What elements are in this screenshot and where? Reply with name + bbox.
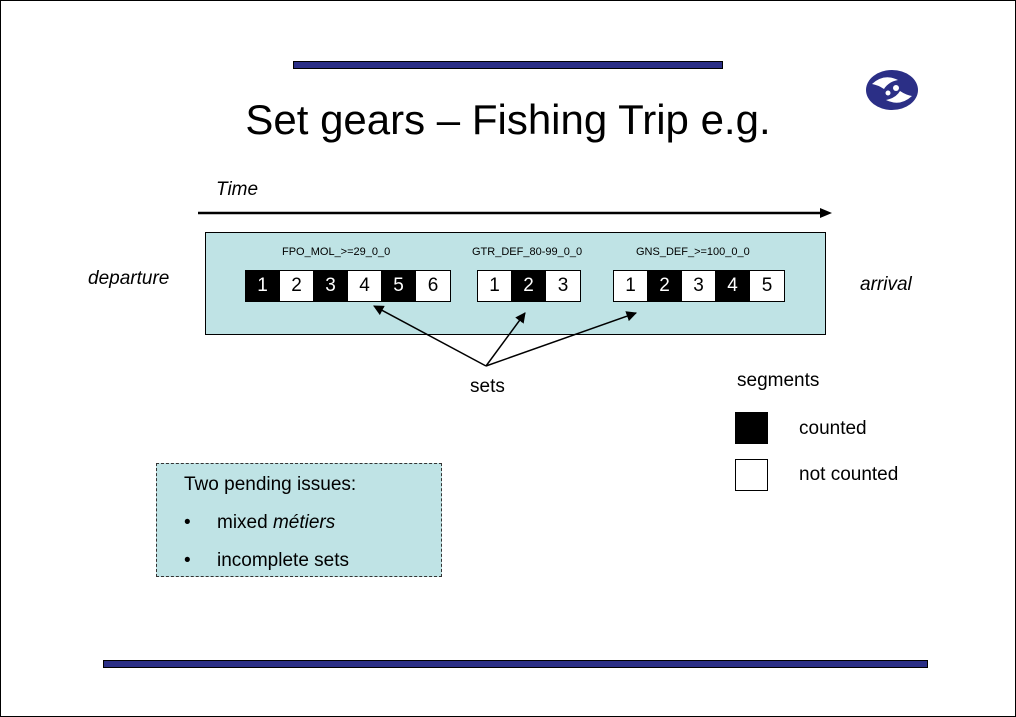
segment-counted: 4 — [716, 271, 750, 301]
slide-title: Set gears – Fishing Trip e.g. — [245, 96, 771, 143]
issues-title: Two pending issues: — [184, 474, 357, 495]
legend-swatch-counted — [735, 412, 768, 444]
issue-text: incomplete sets — [217, 550, 350, 571]
top-accent-bar — [293, 61, 723, 69]
legend-swatch-not-counted — [735, 459, 768, 491]
segment-not-counted: 3 — [682, 271, 716, 301]
time-arrow — [198, 208, 832, 218]
segment-not-counted: 6 — [416, 271, 450, 301]
segment-not-counted: 1 — [478, 271, 512, 301]
bottom-accent-bar — [103, 660, 928, 668]
segment-counted: 3 — [314, 271, 348, 301]
segment-not-counted: 4 — [348, 271, 382, 301]
bullet: • — [184, 512, 191, 533]
pending-issues-box: Two pending issues: • mixed métiers • inco… — [156, 463, 442, 577]
departure-label: departure — [88, 268, 170, 289]
issue-item: • incomplete sets — [184, 550, 349, 572]
segment-not-counted: 2 — [280, 271, 314, 301]
legend-label-counted: counted — [799, 418, 867, 439]
legend-title: segments — [737, 370, 820, 391]
segment-not-counted: 5 — [750, 271, 784, 301]
segment-counted: 2 — [512, 271, 546, 301]
gear-group-label: FPO_MOL_>=29_0_0 — [282, 246, 391, 258]
bullet: • — [184, 550, 191, 571]
segment-counted: 2 — [648, 271, 682, 301]
gear-group-label: GTR_DEF_80-99_0_0 — [472, 246, 583, 258]
legend-label-not-counted: not counted — [799, 464, 899, 485]
segment-counted: 5 — [382, 271, 416, 301]
segment-counted: 1 — [246, 271, 280, 301]
gear-group-label: GNS_DEF_>=100_0_0 — [636, 246, 750, 258]
time-axis-label: Time — [216, 179, 259, 200]
segment-not-counted: 1 — [614, 271, 648, 301]
issue-item: • mixed métiers — [184, 512, 335, 534]
organization-logo-icon — [866, 70, 918, 110]
segment-not-counted: 3 — [546, 271, 580, 301]
sets-label: sets — [470, 376, 505, 397]
issue-text: mixed — [217, 512, 273, 533]
issue-text-italic: métiers — [272, 512, 336, 533]
arrival-label: arrival — [860, 274, 912, 295]
